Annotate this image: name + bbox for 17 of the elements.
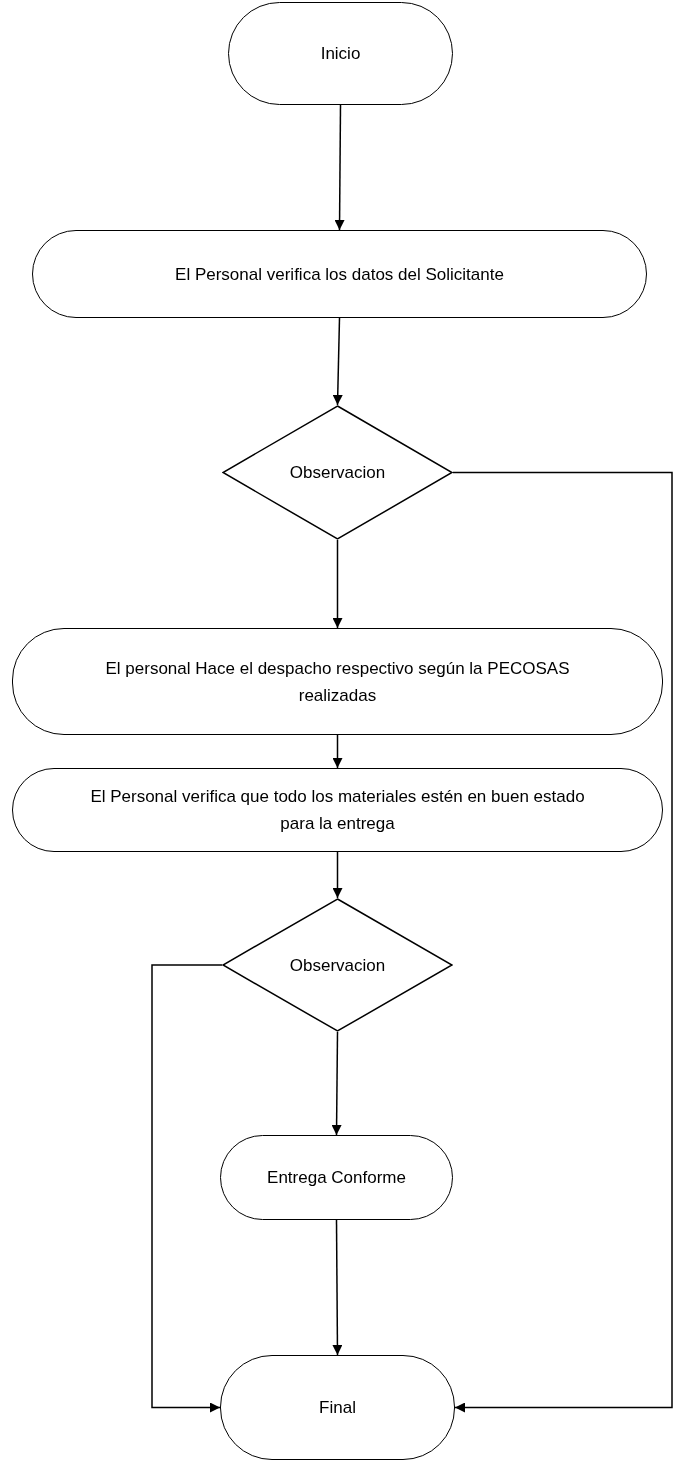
arrow xyxy=(332,851,343,899)
node-label: El Personal verifica que todo los materiales estén en buen estado para la entrega xyxy=(89,786,586,835)
arrow xyxy=(151,964,223,1413)
node-label: Final xyxy=(318,1397,357,1419)
node-label: Observacion xyxy=(288,954,387,977)
node-label: El personal Hace el despacho respectivo según la PECOSAS realizadas xyxy=(104,657,571,707)
node-label: Entrega Conforme xyxy=(266,1167,407,1189)
arrow xyxy=(452,471,673,1413)
node-label: Inicio xyxy=(319,43,362,65)
node-label: El Personal verifica los datos del Solicitante xyxy=(174,263,505,286)
arrow xyxy=(331,1031,342,1136)
arrow xyxy=(332,734,343,769)
arrow xyxy=(332,1219,343,1356)
arrow xyxy=(332,539,343,629)
node-label: Observacion xyxy=(288,462,387,484)
arrow xyxy=(332,317,343,406)
arrow xyxy=(334,104,345,231)
